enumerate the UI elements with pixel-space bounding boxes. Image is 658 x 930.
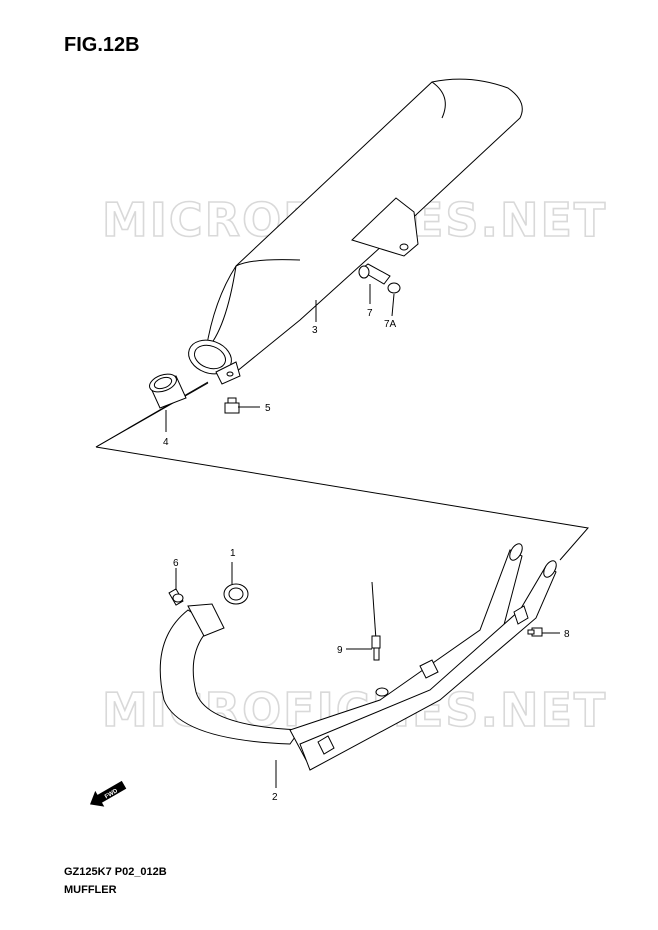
bolt-6[interactable] [168,588,184,606]
bolt-8[interactable] [527,627,543,637]
callout-2: 2 [272,792,278,803]
callout-4: 4 [163,437,169,448]
callout-3: 3 [312,325,318,336]
gasket-1[interactable] [223,583,249,605]
forward-direction-arrow-icon: FWD [89,780,127,807]
washer-7a[interactable] [387,282,401,294]
exhaust-pipe-part[interactable] [159,542,559,771]
figure-name: MUFFLER [64,884,117,896]
oxygen-sensor-9[interactable] [371,581,381,661]
callout-9: 9 [337,645,343,656]
figure-code: GZ125K7 P02_012B [64,866,167,878]
muffler-part[interactable] [184,78,523,385]
assembly-boundary-path [95,381,589,561]
leader-lines [165,284,560,788]
callout-7a: 7A [384,319,397,330]
bolt-7[interactable] [358,263,391,285]
callout-6: 6 [173,558,179,569]
callout-7: 7 [367,308,373,319]
bolt-5[interactable] [224,397,240,414]
figure-title: FIG.12B [64,34,140,56]
callout-5: 5 [265,403,271,414]
gasket-4[interactable] [147,371,187,409]
callout-1: 1 [230,548,236,559]
callout-8: 8 [564,629,570,640]
